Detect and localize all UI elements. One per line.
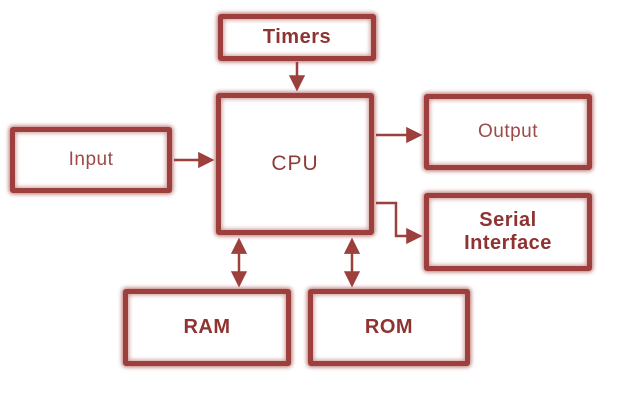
block-cpu-label: CPU (271, 152, 319, 175)
block-serial-interface-label: Serial Interface (464, 209, 552, 254)
block-output-label: Output (477, 121, 539, 142)
block-input: Input (10, 127, 172, 193)
block-cpu: CPU (216, 93, 374, 235)
arrow-cpu-to-serial-interface (376, 201, 423, 245)
block-timers: Timers (218, 14, 376, 61)
block-ram: RAM (123, 289, 291, 366)
block-timers-label: Timers (262, 26, 332, 48)
block-ram-label: RAM (183, 316, 231, 338)
block-serial-interface: Serial Interface (424, 193, 592, 271)
block-rom: ROM (308, 289, 470, 366)
block-input-label: Input (68, 149, 114, 170)
block-rom-label: ROM (364, 316, 414, 338)
block-output: Output (424, 94, 592, 170)
